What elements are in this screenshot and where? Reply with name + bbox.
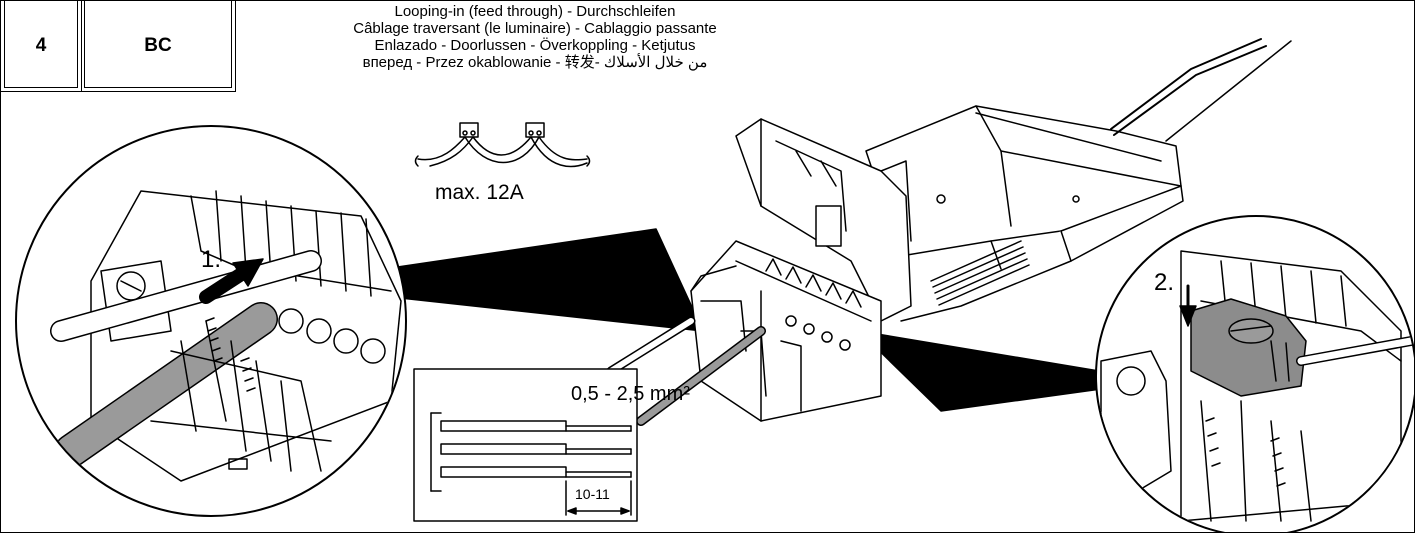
step-2-label: 2.: [1154, 269, 1175, 296]
title-line: Looping-in (feed through) - Durchschleif…: [394, 3, 676, 20]
detail-circle-right: [1095, 215, 1414, 532]
wire-strip-inset: [413, 368, 638, 522]
product-code: BC: [144, 35, 172, 56]
looping-schematic: [414, 122, 591, 168]
title-line: Enlazado - Doorlussen - Överkoppling - K…: [374, 37, 696, 54]
wire-cross-section-label: 0,5 - 2,5 mm²: [571, 383, 690, 405]
multilingual-title: Looping-in (feed through) - Durchschleif…: [235, 3, 835, 71]
title-line: вперед - Przez okablowanie - 转发- من خلال…: [362, 54, 708, 71]
title-line: Câblage traversant (le luminaire) - Cabl…: [353, 20, 717, 37]
max-current-label: max. 12A: [435, 181, 524, 204]
step-number-cell: 4: [1, 1, 82, 92]
terminal-cover-open: [735, 118, 912, 322]
zoom-pointer-left: [383, 228, 704, 332]
detail-circle-left: [15, 125, 407, 517]
step-number: 4: [35, 35, 47, 56]
product-code-cell: BC: [81, 1, 236, 92]
strip-length-label: 10-11: [575, 486, 610, 502]
step-1-label: 1.: [201, 246, 222, 273]
terminal-block-center: [690, 240, 882, 422]
driver-housing: [865, 38, 1292, 322]
zoom-pointer-right: [858, 330, 1112, 412]
